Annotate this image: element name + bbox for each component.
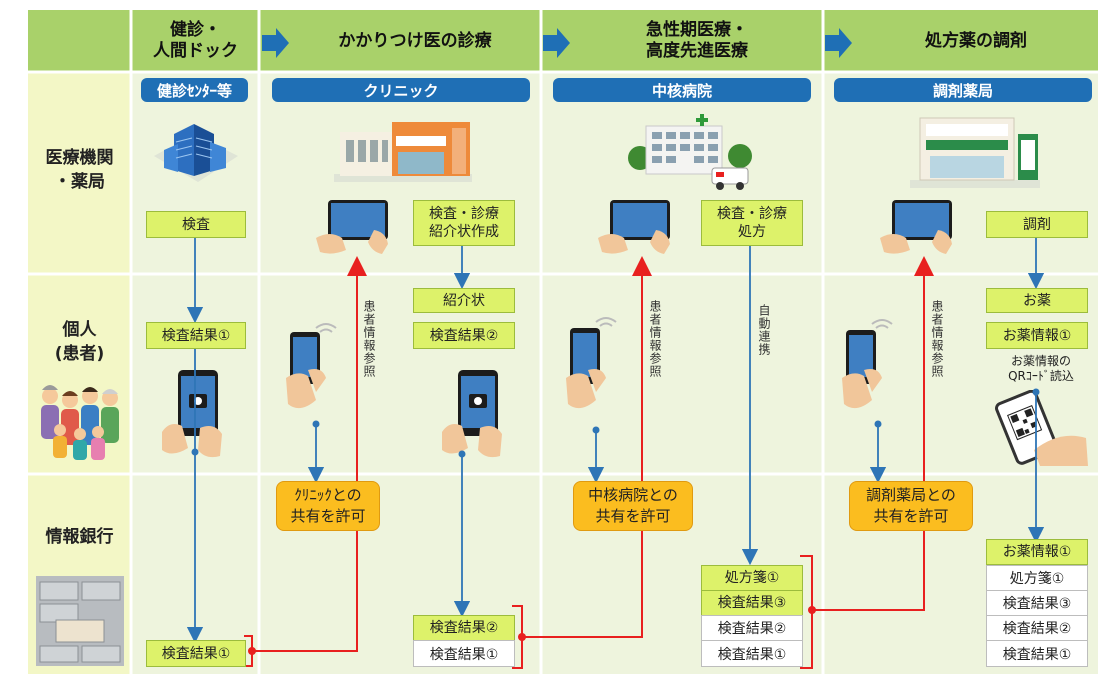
row-label-person: 個人 (患者): [54, 320, 105, 364]
header-checkup: 健診・ 人間ドック: [153, 20, 238, 61]
header-family-doctor: かかりつけ医の診療: [338, 30, 492, 51]
bank-exam-result-3-box: 検査結果③: [701, 590, 803, 616]
medicine-info-1-box: お薬情報①: [986, 322, 1088, 349]
smartphone-icon: [286, 323, 337, 409]
tablet-icon: [880, 200, 952, 254]
qr-code-read-note: お薬情報の QRｺｰﾄﾞ読込: [1008, 354, 1074, 383]
camera-phone-icon: [162, 370, 222, 458]
exam-result-1-box: 検査結果①: [146, 322, 246, 349]
camera-phone-icon: [442, 370, 502, 458]
facility-label-hospital: 中核病院: [553, 78, 811, 102]
pharmacy-building-icon: [910, 117, 1040, 188]
bank-prescription-1-box: 処方箋①: [986, 565, 1088, 591]
patient-info-reference-label: 患者情報参照: [930, 300, 944, 378]
arrow-right-icon: [825, 28, 852, 58]
row-label-medical: 医療機関 ・薬局: [45, 148, 114, 192]
dispensing-box: 調剤: [986, 211, 1088, 238]
checkup-center-building-icon: [154, 124, 238, 182]
hospital-exam-prescription-box: 検査・診療 処方: [701, 200, 803, 246]
patient-info-reference-label: 患者情報参照: [648, 300, 662, 378]
header-acute-care: 急性期医療・ 高度先進医療: [646, 20, 748, 61]
tablet-icon: [316, 200, 388, 254]
referral-letter-box: 紹介状: [413, 288, 515, 313]
bank-exam-result-1-box: 検査結果①: [986, 640, 1088, 667]
clinic-share-consent-box: ｸﾘﾆｯｸとの 共有を許可: [276, 481, 380, 531]
arrow-right-icon: [262, 28, 289, 58]
patient-info-reference-label: 患者情報参照: [362, 300, 376, 378]
qr-code-phone-icon: [995, 390, 1088, 466]
family-icon: [41, 385, 119, 460]
bank-exam-result-1-box: 検査結果①: [413, 640, 515, 667]
bank-exam-result-1-box: 検査結果①: [146, 640, 246, 667]
bank-exam-result-1-box: 検査結果①: [701, 640, 803, 667]
arrow-right-icon: [543, 28, 570, 58]
exam-box: 検査: [146, 211, 246, 238]
bank-exam-result-3-box: 検査結果③: [986, 590, 1088, 616]
bank-exam-result-2-box: 検査結果②: [413, 615, 515, 641]
bank-exam-result-2-box: 検査結果②: [986, 615, 1088, 641]
bank-prescription-1-box: 処方箋①: [701, 565, 803, 591]
tablet-icon: [598, 200, 670, 254]
pharmacy-share-consent-box: 調剤薬局との 共有を許可: [849, 481, 973, 531]
smartphone-icon: [842, 319, 893, 409]
clinic-building-icon: [334, 122, 472, 182]
file-cabinet-icon: [36, 576, 124, 666]
row-label-info-bank: 情報銀行: [45, 527, 114, 547]
bank-medicine-info-1-box: お薬情報①: [986, 539, 1088, 565]
facility-label-checkup-center: 健診ｾﾝﾀｰ等: [141, 78, 248, 102]
exam-result-2-box: 検査結果②: [413, 322, 515, 349]
clinic-exam-referral-box: 検査・診療 紹介状作成: [413, 200, 515, 246]
hospital-share-consent-box: 中核病院との 共有を許可: [573, 481, 693, 531]
hospital-building-icon: [628, 114, 752, 190]
bank-exam-result-2-box: 検査結果②: [701, 615, 803, 641]
smartphone-icon: [566, 317, 617, 409]
facility-label-pharmacy: 調剤薬局: [834, 78, 1092, 102]
medicine-box: お薬: [986, 288, 1088, 313]
auto-link-label: 自動連携: [757, 304, 771, 356]
header-dispensing: 処方薬の調剤: [925, 30, 1027, 51]
facility-label-clinic: クリニック: [272, 78, 530, 102]
